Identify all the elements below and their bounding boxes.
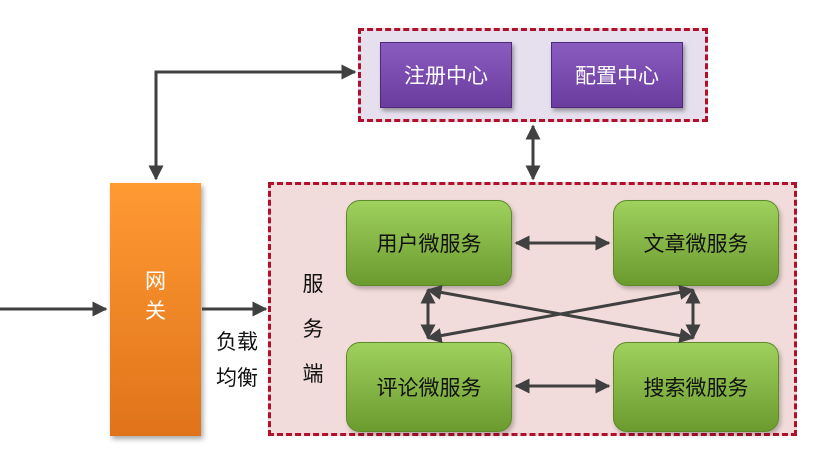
article-comment-arrow: [426, 285, 695, 343]
comment-service-box: 评论微服务: [346, 342, 512, 432]
gateway-label: 网关: [145, 268, 166, 323]
article-service-label: 文章微服务: [643, 232, 749, 256]
comment-service-label: 评论微服务: [376, 376, 482, 400]
search-service-box: 搜索微服务: [613, 342, 779, 432]
gateway-registry-arrow: [148, 64, 357, 181]
search-service-label: 搜索微服务: [643, 376, 749, 400]
user-service-box: 用户微服务: [346, 200, 512, 286]
service-group-label: 服务端: [302, 272, 324, 386]
registry-center-label: 注册中心: [404, 64, 488, 88]
config-center-label: 配置中心: [575, 64, 659, 88]
load-balance-label: 负载均衡: [216, 330, 258, 390]
article-service-box: 文章微服务: [613, 200, 779, 286]
user-service-label: 用户微服务: [376, 232, 482, 256]
config-center-box: 配置中心: [551, 42, 683, 108]
gateway-box: 网关: [110, 183, 201, 436]
registry-center-box: 注册中心: [380, 42, 512, 108]
